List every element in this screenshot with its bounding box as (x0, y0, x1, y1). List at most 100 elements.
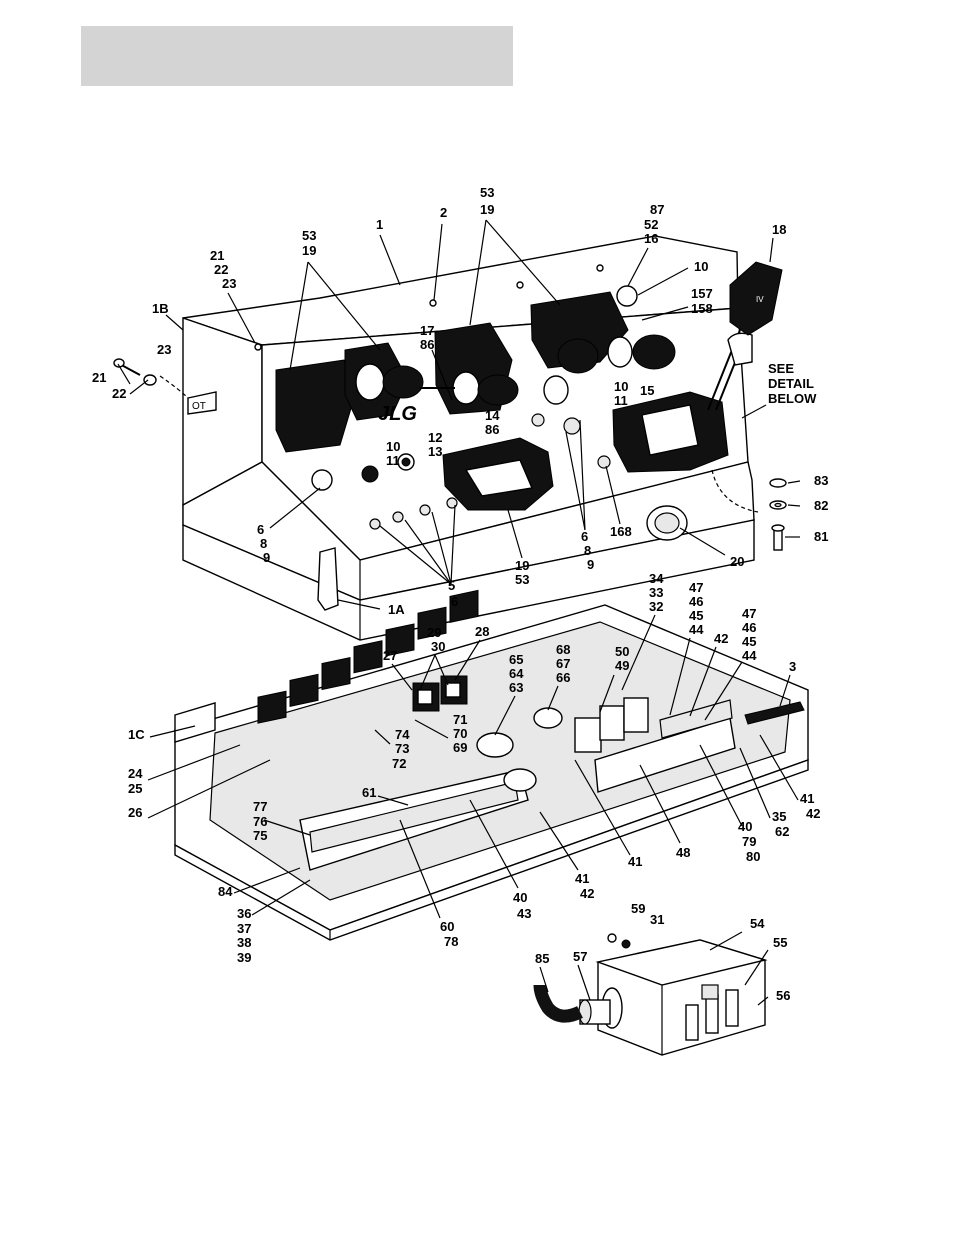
callout-45a: 45 (689, 608, 703, 623)
callout-50: 50 (615, 644, 629, 659)
callout-79: 79 (742, 834, 756, 849)
callout-73: 73 (395, 741, 409, 756)
callout-72: 72 (392, 756, 406, 771)
callout-33: 33 (649, 585, 663, 600)
callout-9a: 9 (263, 550, 270, 565)
callout-68: 68 (556, 642, 570, 657)
callout-10c: 10 (386, 439, 400, 454)
callout-25: 25 (128, 781, 142, 796)
callout-2: 2 (440, 205, 447, 220)
callout-19a: 19 (302, 243, 316, 258)
callout-74: 74 (395, 727, 410, 742)
svg-text:OT: OT (192, 401, 206, 412)
callout-10b: 10 (614, 379, 628, 394)
callout-8b: 8 (584, 543, 591, 558)
callout-86a: 86 (420, 337, 434, 352)
callout-47a: 47 (689, 580, 703, 595)
callout-12: 12 (428, 430, 442, 445)
callout-18: 18 (772, 222, 786, 237)
callout-65: 65 (509, 652, 523, 667)
leader-lines (117, 219, 801, 1006)
callout-6b: 6 (581, 529, 588, 544)
callout-13: 13 (428, 444, 442, 459)
callout-52: 52 (644, 217, 658, 232)
callout-85: 85 (535, 951, 549, 966)
callout-20: 20 (730, 554, 744, 569)
callout-71: 71 (453, 712, 467, 727)
brand-logo-text: JLG (378, 403, 417, 425)
header-bar (81, 26, 513, 86)
callout-57: 57 (573, 949, 587, 964)
callout-19b: 19 (480, 202, 494, 217)
svg-text:IV: IV (756, 295, 764, 304)
callout-15: 15 (640, 383, 654, 398)
joystick-boot-right-front (612, 391, 729, 473)
callout-75: 75 (253, 828, 267, 843)
terminal-strip-3 (744, 701, 805, 725)
joystick-boot-front (442, 437, 554, 511)
callout-62: 62 (775, 824, 789, 839)
joystick-boot-center (420, 322, 519, 415)
joystick-boot-right-top (530, 291, 676, 405)
callout-42a: 42 (714, 631, 728, 646)
callout-69: 69 (453, 740, 467, 755)
callout-41c: 41 (575, 871, 589, 886)
joystick-handle-18: IV (707, 261, 783, 411)
callout-22b: 22 (112, 386, 126, 401)
callout-86b: 86 (485, 422, 499, 437)
callout-44a: 44 (689, 622, 704, 637)
detail-note-line-3: BELOW (768, 391, 817, 406)
screw-stack-81-83 (769, 478, 787, 551)
callout-5: 5 (448, 578, 455, 593)
callout-1C: 1C (128, 727, 145, 742)
callout-81: 81 (814, 529, 828, 544)
callout-6a: 6 (257, 522, 264, 537)
callout-36: 36 (237, 906, 251, 921)
callout-3: 3 (789, 659, 796, 674)
callout-84: 84 (218, 884, 233, 899)
callout-19c: 19 (515, 558, 529, 573)
junction-box (595, 939, 768, 1056)
callout-47b: 47 (742, 606, 756, 621)
callout-53a: 53 (302, 228, 316, 243)
callout-59: 59 (631, 901, 645, 916)
cable-clamps (476, 707, 563, 792)
callout-41b: 41 (628, 854, 642, 869)
callout-21a: 21 (210, 248, 224, 263)
joystick-boot-left (275, 342, 424, 453)
callout-60: 60 (440, 919, 454, 934)
screw-21-washer-22: OT (113, 358, 217, 415)
callout-22a: 22 (214, 262, 228, 277)
callout-157: 157 (691, 286, 713, 301)
callout-39: 39 (237, 950, 251, 965)
callout-78: 78 (444, 934, 458, 949)
side-flange (174, 702, 216, 743)
callout-64: 64 (509, 666, 524, 681)
callout-1B: 1B (152, 301, 169, 316)
callout-37: 37 (237, 921, 251, 936)
callout-10a: 10 (694, 259, 708, 274)
callout-63: 63 (509, 680, 523, 695)
latch-1A (317, 547, 339, 611)
callout-76: 76 (253, 814, 267, 829)
callout-54: 54 (750, 916, 765, 931)
callout-38: 38 (237, 935, 251, 950)
callout-61: 61 (362, 785, 376, 800)
detail-note-line-2: DETAIL (768, 376, 814, 391)
callout-42b: 42 (806, 806, 820, 821)
callout-56: 56 (776, 988, 790, 1003)
callout-168: 168 (610, 524, 632, 539)
callout-82: 82 (814, 498, 828, 513)
callout-9b: 9 (587, 557, 594, 572)
callout-158: 158 (691, 301, 713, 316)
callout-11b: 11 (386, 453, 400, 468)
callout-43: 43 (517, 906, 531, 921)
relays-49-50 (574, 697, 649, 753)
callout-14: 14 (485, 408, 500, 423)
callout-70: 70 (453, 726, 467, 741)
callout-40a: 40 (738, 819, 752, 834)
callout-17: 17 (420, 323, 434, 338)
callout-41a: 41 (800, 791, 814, 806)
callout-49: 49 (615, 658, 629, 673)
